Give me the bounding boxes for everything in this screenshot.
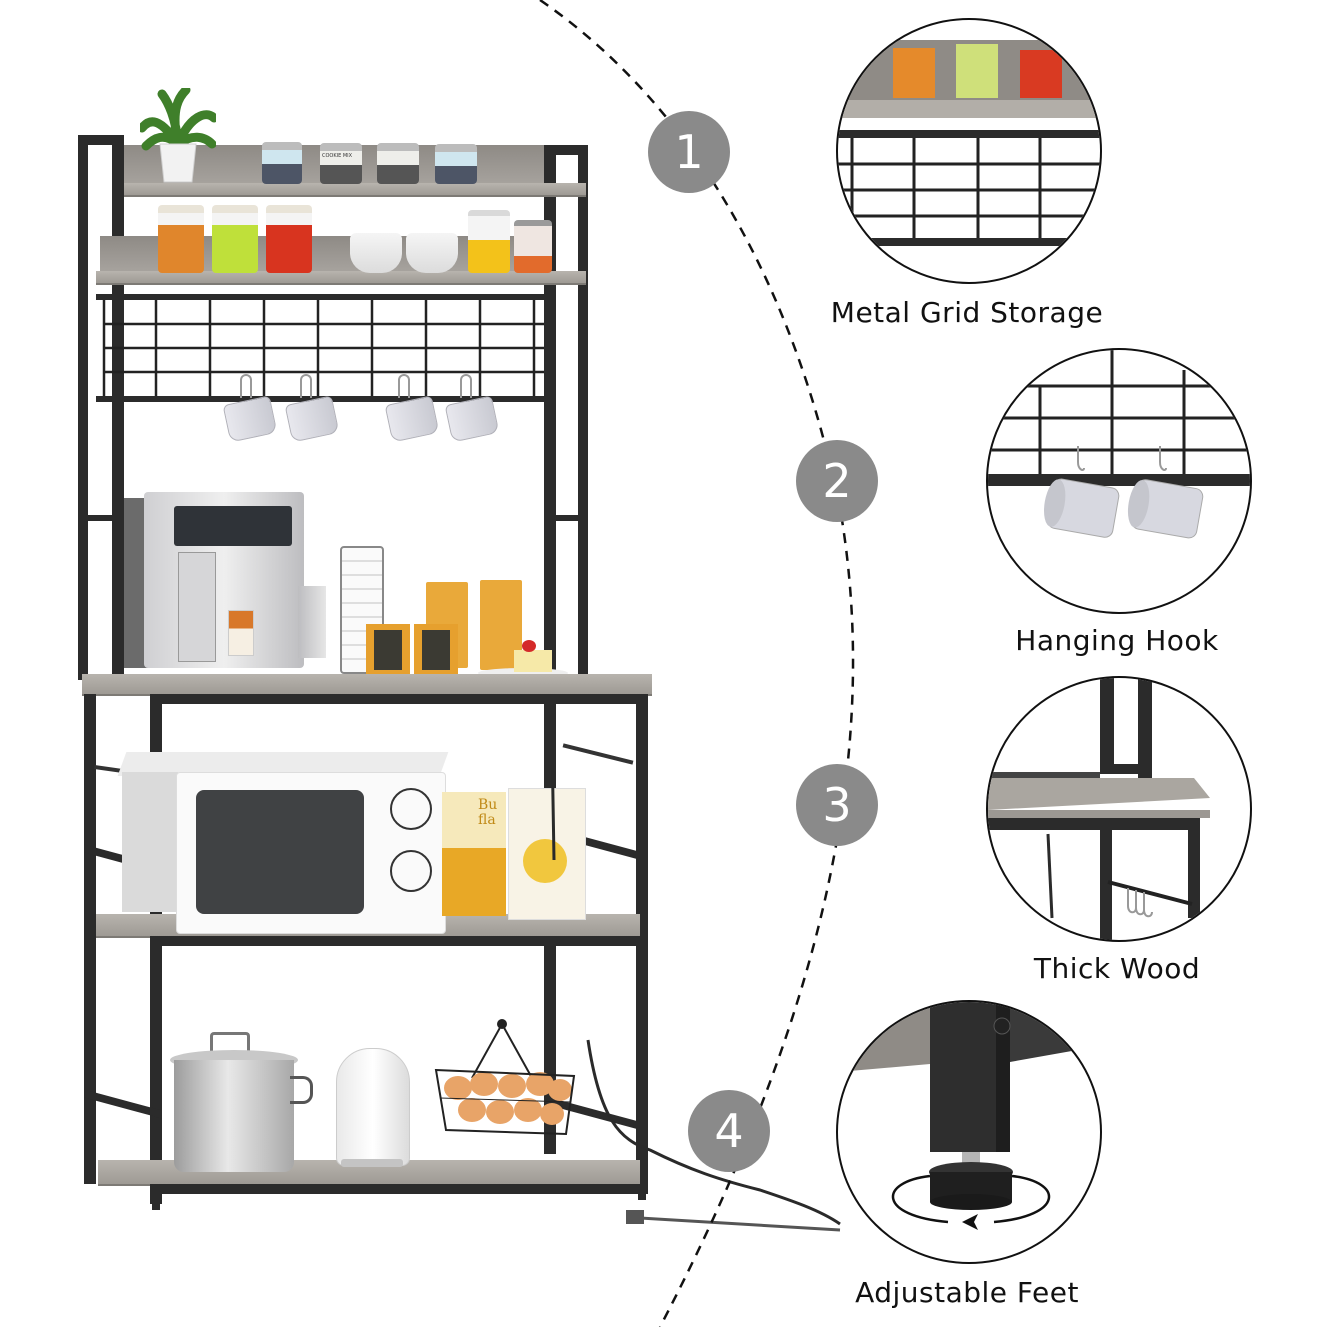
coffee-machine	[124, 492, 326, 672]
base-post-back-left	[84, 694, 96, 1184]
cereal-box	[508, 788, 586, 920]
feature-badge-1: 1	[648, 111, 730, 193]
thick-wood-detail-icon	[986, 676, 1252, 942]
yellow-lentil-jar	[468, 210, 510, 273]
bowl-stack	[406, 233, 458, 273]
feature-label-metal-grid-storage: Metal Grid Storage	[830, 296, 1104, 329]
electric-kettle	[336, 1048, 410, 1167]
s-hook	[240, 374, 252, 398]
cookie-tin	[262, 142, 302, 184]
cake-plate	[478, 668, 568, 678]
cookie-tin	[320, 143, 362, 184]
hutch-cross-left	[78, 515, 124, 521]
metal-grid-detail-icon	[836, 18, 1102, 284]
egg-basket	[432, 1018, 578, 1136]
red-lentil-jar	[514, 220, 552, 273]
chili-jar	[266, 205, 312, 273]
s-hook	[460, 374, 472, 398]
cereal-box-text: Bu fla	[478, 797, 498, 828]
base-post-front-right	[636, 694, 648, 1194]
cookie-tin	[435, 144, 477, 184]
foot-front-left	[152, 1204, 160, 1210]
cereal-box: Bu fla	[442, 792, 506, 916]
coffee-bag	[414, 624, 458, 680]
lettuce-jar	[212, 205, 258, 273]
bakers-rack: COOKIE MIX	[78, 85, 841, 1232]
carrot-jar	[158, 205, 204, 273]
adjustable-foot-detail-icon	[836, 1000, 1102, 1264]
foot-front-right	[638, 1194, 646, 1200]
s-hook	[398, 374, 410, 398]
potted-plant-icon	[137, 85, 219, 184]
bottom-shelf-rail	[150, 1184, 640, 1194]
feature-badge-4: 4	[688, 1090, 770, 1172]
strawberry	[522, 640, 536, 652]
feature-badge-2: 2	[796, 440, 878, 522]
hutch-post-left-outer	[78, 140, 88, 680]
power-cord	[550, 739, 841, 1232]
coffee-bag	[366, 624, 410, 680]
feature-label-hanging-hook: Hanging Hook	[1015, 624, 1219, 657]
feature-label-adjustable-feet: Adjustable Feet	[855, 1276, 1079, 1309]
hanging-hook-detail-icon	[986, 348, 1252, 614]
middle-shelf-rail	[150, 936, 640, 946]
feature-label-thick-wood: Thick Wood	[1033, 952, 1201, 985]
s-hook	[300, 374, 312, 398]
cookie-tin	[377, 143, 419, 184]
bowl-stack	[350, 233, 402, 273]
feature-badge-3: 3	[796, 764, 878, 846]
hutch-cross-right	[544, 515, 588, 521]
stock-pot	[170, 1032, 313, 1172]
second-shelf	[96, 271, 586, 285]
hutch-top-bar-right	[544, 145, 588, 155]
microwave	[117, 752, 449, 934]
hutch-post-right-outer	[578, 148, 588, 678]
cake-slice	[514, 650, 552, 672]
cookie-tin-label: COOKIE MIX	[322, 153, 353, 159]
top-shelf	[124, 183, 586, 197]
hutch-top-bar-left	[78, 135, 124, 145]
base-top-rail	[150, 694, 648, 704]
